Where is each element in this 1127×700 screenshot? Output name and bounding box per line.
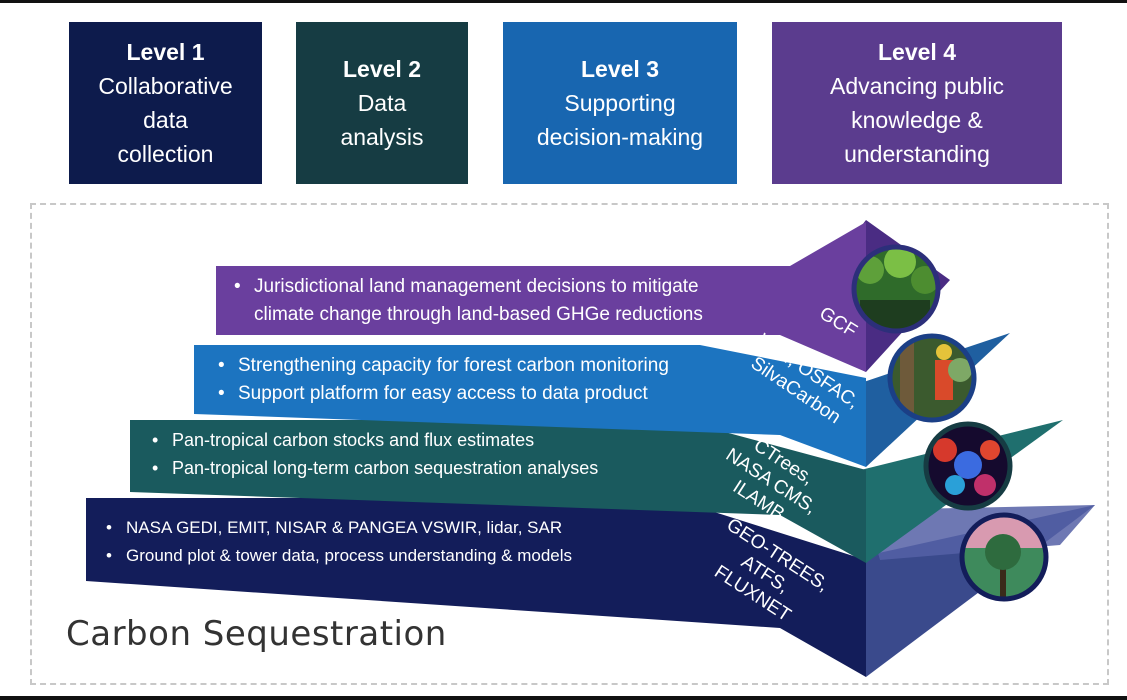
tier1-bullet: NASA GEDI, EMIT, NISAR & PANGEA VSWIR, l… [104, 514, 572, 542]
level-1-label: Level 1 [126, 39, 205, 65]
level-4-box: Level 4 Advancing public knowledge & und… [772, 22, 1062, 184]
tier2-bullets: Pan-tropical carbon stocks and flux esti… [150, 426, 598, 482]
tier3-bullet: Support platform for easy access to data… [216, 380, 669, 408]
level-4-label: Level 4 [878, 39, 956, 65]
tier4-bullet-continuation: climate change through land-based GHGe r… [254, 304, 703, 325]
tier4-bullet: Jurisdictional land management decisions… [232, 273, 703, 301]
tier3-bullet: Strengthening capacity for forest carbon… [216, 352, 669, 380]
pyramid-panel [30, 203, 1109, 685]
tier3-bullets: Strengthening capacity for forest carbon… [216, 352, 669, 408]
level-3-box: Level 3 Supporting decision-making [503, 22, 737, 184]
level-3-text: Supporting decision-making [536, 90, 704, 150]
bottom-border [0, 696, 1127, 700]
diagram-title: Carbon Sequestration [66, 614, 447, 654]
level-2-label: Level 2 [343, 56, 421, 82]
level-4-text: Advancing public knowledge & understandi… [830, 73, 1004, 167]
level-1-text: Collaborative data collection [98, 73, 233, 167]
tier1-bullets: NASA GEDI, EMIT, NISAR & PANGEA VSWIR, l… [104, 514, 572, 570]
tier1-bullet: Ground plot & tower data, process unders… [104, 542, 572, 570]
level-2-box: Level 2 Data analysis [296, 22, 468, 184]
tier2-bullet: Pan-tropical long-term carbon sequestrat… [150, 454, 598, 482]
level-2-text: Data analysis [340, 90, 424, 150]
level-1-box: Level 1 Collaborative data collection [69, 22, 262, 184]
top-border [0, 0, 1127, 3]
level-3-label: Level 3 [581, 56, 659, 82]
tier4-bullets: Jurisdictional land management decisions… [232, 273, 703, 329]
tier2-bullet: Pan-tropical carbon stocks and flux esti… [150, 426, 598, 454]
